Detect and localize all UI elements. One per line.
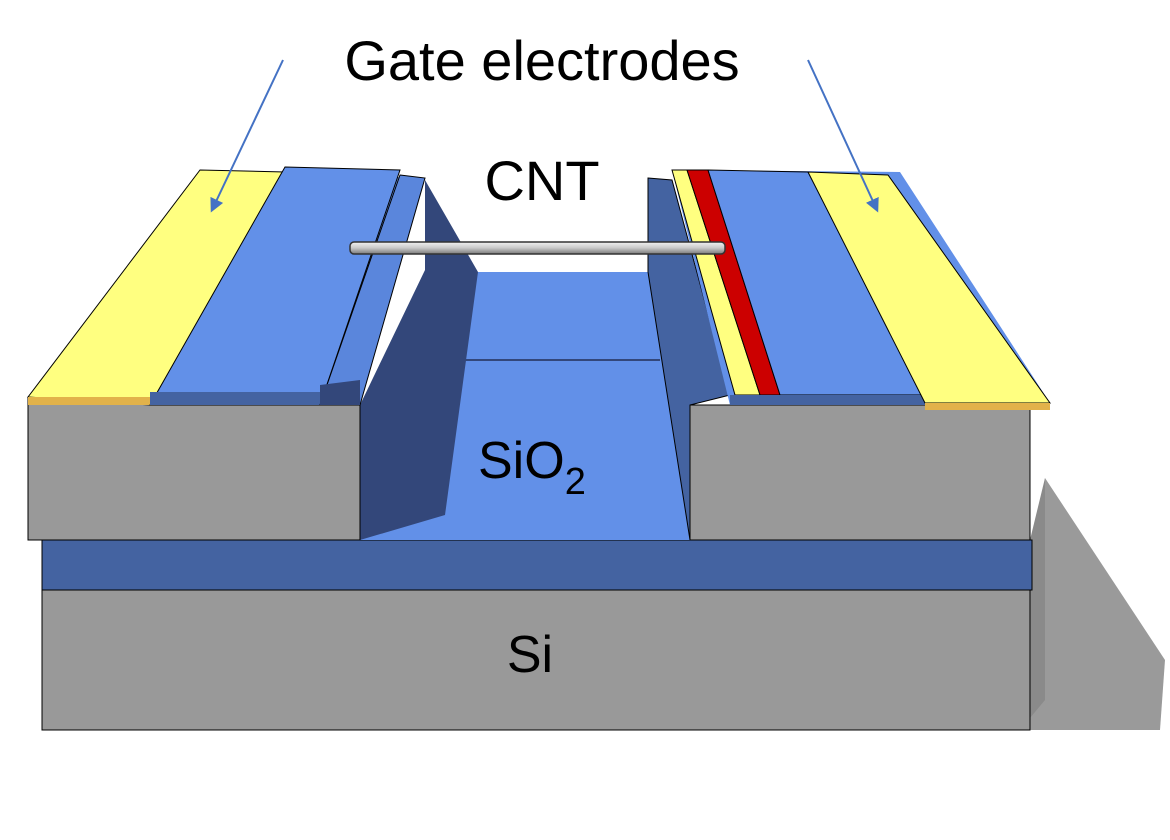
- si-substrate: [41, 589, 1031, 731]
- trench-right-wall: [647, 177, 731, 541]
- sio2-label-base: SiO: [478, 432, 565, 490]
- sio2-buried-layer: [41, 539, 1033, 591]
- left-dielectric-front: [150, 392, 320, 405]
- right-block-front: [689, 404, 1031, 541]
- device-shadow: [1020, 478, 1165, 730]
- gate-electrodes-label: Gate electrodes: [344, 29, 739, 92]
- left-gate-arrow: [210, 59, 284, 213]
- right-dielectric-front: [730, 395, 925, 405]
- si-label: Si: [507, 626, 553, 684]
- right-gate-edge: [925, 403, 1050, 410]
- left-gate-edge: [28, 397, 150, 405]
- left-step-face: [320, 380, 360, 405]
- left-block-front: [27, 396, 361, 541]
- sio2-label: SiO2: [478, 432, 586, 503]
- trench-left-wall: [360, 180, 478, 540]
- carbon-nanotube: [349, 241, 726, 255]
- cnt-label: CNT: [484, 149, 599, 212]
- sio2-label-subscript: 2: [565, 461, 586, 503]
- right-gate-arrow: [807, 59, 879, 213]
